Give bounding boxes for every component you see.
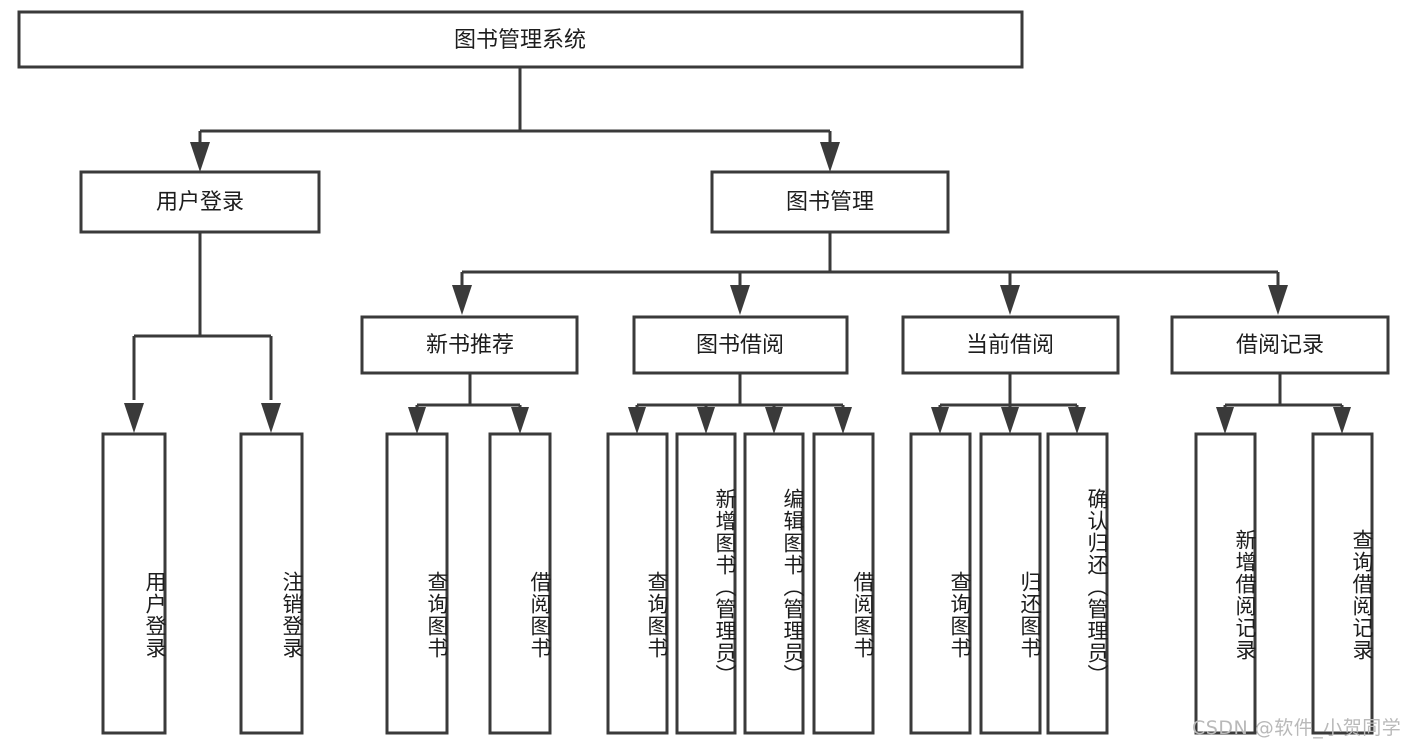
arrow-head-bb-edit	[765, 407, 783, 434]
arrow-head-nb-query	[408, 407, 426, 434]
arrow-head-borrow-record	[1268, 285, 1288, 315]
leaf-box-nb-borrow-book[interactable]	[488, 432, 552, 735]
node-book-management-box	[710, 170, 950, 234]
arrow-head-br-add	[1216, 407, 1234, 434]
connector-book-borrow-to-leaves	[628, 373, 852, 434]
arrow-head-book-mgmt	[820, 142, 840, 172]
leaf-box-cb-query-book[interactable]	[909, 432, 972, 735]
arrow-head-leaf-user-login	[124, 403, 144, 433]
node-book-borrow[interactable]: 图书借阅	[632, 315, 849, 375]
leaf-box-cb-confirm-return[interactable]	[1046, 432, 1109, 735]
arrow-head-cb-confirm	[1068, 407, 1086, 434]
connector-new-book-to-leaves	[408, 373, 529, 434]
watermark-text: CSDN @软件_小贺同学	[1192, 717, 1402, 739]
leaf-box-br-query-record[interactable]	[1311, 432, 1374, 735]
arrow-head-bb-borrow	[834, 407, 852, 434]
node-borrow-record-label: 借阅记录	[1236, 333, 1324, 358]
leaf-box-br-add-record[interactable]	[1194, 432, 1257, 735]
node-book-management[interactable]: 图书管理	[710, 170, 950, 234]
arrow-head-user-login	[190, 142, 210, 172]
connector-book-mgmt-to-level2	[452, 232, 1288, 315]
arrow-head-new-book	[452, 285, 472, 315]
leaf-box-logout[interactable]	[239, 432, 304, 735]
node-book-management-label: 图书管理	[786, 190, 874, 215]
arrow-head-bb-add	[697, 407, 715, 434]
arrow-head-bb-query	[628, 407, 646, 434]
leaf-box-bb-query-book[interactable]	[606, 432, 669, 735]
connector-borrow-record-to-leaves	[1216, 373, 1351, 434]
node-book-borrow-box	[632, 315, 849, 375]
node-current-borrow-box	[901, 315, 1120, 375]
arrow-head-current-borrow	[1000, 285, 1020, 315]
connector-user-login-to-leaves	[124, 232, 281, 433]
node-current-borrow-label: 当前借阅	[966, 333, 1054, 358]
node-root-label: 图书管理系统	[454, 28, 586, 53]
leaf-box-bb-edit-book[interactable]	[743, 432, 805, 735]
node-root[interactable]: 图书管理系统	[17, 10, 1024, 69]
leaf-box-bb-add-book[interactable]	[675, 432, 737, 735]
node-user-login[interactable]: 用户登录	[79, 170, 321, 234]
arrow-head-br-query	[1333, 407, 1351, 434]
leaf-box-nb-query-book[interactable]	[385, 432, 449, 735]
node-borrow-record-box	[1170, 315, 1390, 375]
node-current-borrow[interactable]: 当前借阅	[901, 315, 1120, 375]
node-book-borrow-label: 图书借阅	[696, 333, 784, 358]
node-new-book-recommend-box	[360, 315, 579, 375]
node-new-book-recommend-label: 新书推荐	[426, 333, 514, 358]
node-user-login-label: 用户登录	[156, 190, 244, 215]
arrow-head-cb-query	[931, 407, 949, 434]
arrow-head-cb-return	[1001, 407, 1019, 434]
leaf-box-cb-return-book[interactable]	[979, 432, 1042, 735]
leaf-box-bb-borrow-book[interactable]	[812, 432, 875, 735]
leaf-box-user-login[interactable]	[101, 432, 167, 735]
connector-root-to-level1	[190, 67, 840, 172]
arrow-head-book-borrow	[730, 285, 750, 315]
node-root-box	[17, 10, 1024, 69]
connector-current-borrow-to-leaves	[931, 373, 1086, 434]
arrow-head-leaf-logout	[261, 403, 281, 433]
arrow-head-nb-borrow	[511, 407, 529, 434]
node-new-book-recommend[interactable]: 新书推荐	[360, 315, 579, 375]
node-borrow-record[interactable]: 借阅记录	[1170, 315, 1390, 375]
